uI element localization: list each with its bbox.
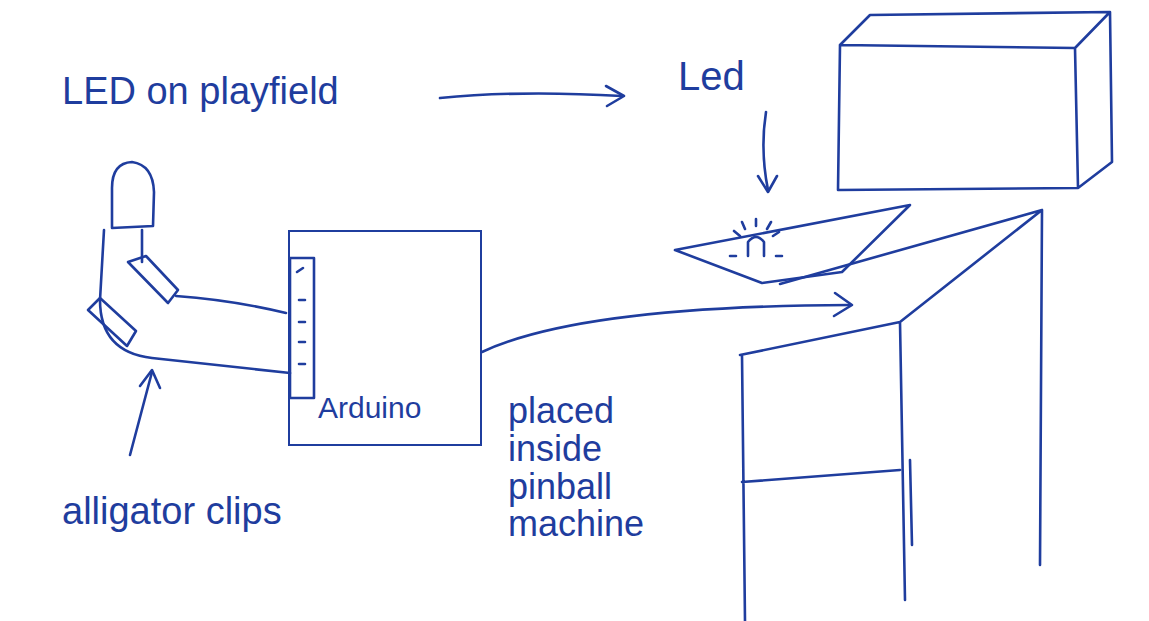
clip-label: alligator clips — [62, 492, 382, 532]
led-lead — [100, 230, 290, 373]
wire — [176, 296, 286, 313]
leader-arrow — [763, 112, 768, 190]
alligator-clip — [128, 256, 178, 303]
alligator-clip — [88, 298, 136, 346]
backbox — [838, 12, 1112, 190]
led-dome — [112, 162, 154, 228]
playfield — [675, 205, 910, 283]
cabinet — [740, 210, 1042, 621]
arduino-board: Arduino — [288, 230, 482, 446]
placement-note: placed inside pinball machine — [508, 392, 658, 543]
led-label: Led — [678, 55, 798, 97]
arrow-head — [834, 293, 852, 316]
arrow-head — [758, 176, 777, 192]
led-label: LED on playfield — [62, 72, 442, 112]
playfield-led — [748, 237, 764, 256]
arrow-head — [140, 370, 160, 388]
arrow-head — [606, 86, 624, 106]
pin-header — [290, 258, 314, 398]
pin-tick — [297, 268, 305, 364]
led-glow — [730, 219, 782, 256]
board-label: Arduino — [318, 392, 421, 424]
leader-arrow — [440, 93, 622, 98]
